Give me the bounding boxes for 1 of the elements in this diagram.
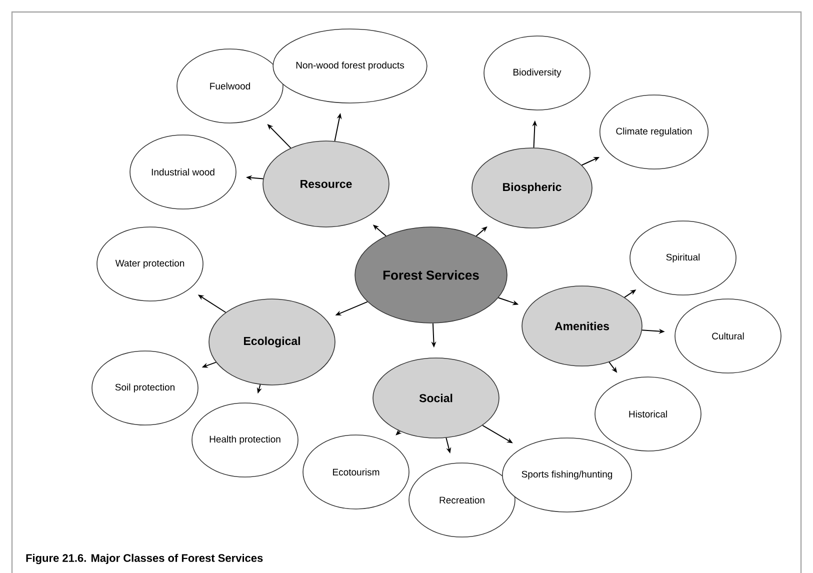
caption: Figure 21.6. Major Classes of Forest Services: [26, 554, 263, 564]
